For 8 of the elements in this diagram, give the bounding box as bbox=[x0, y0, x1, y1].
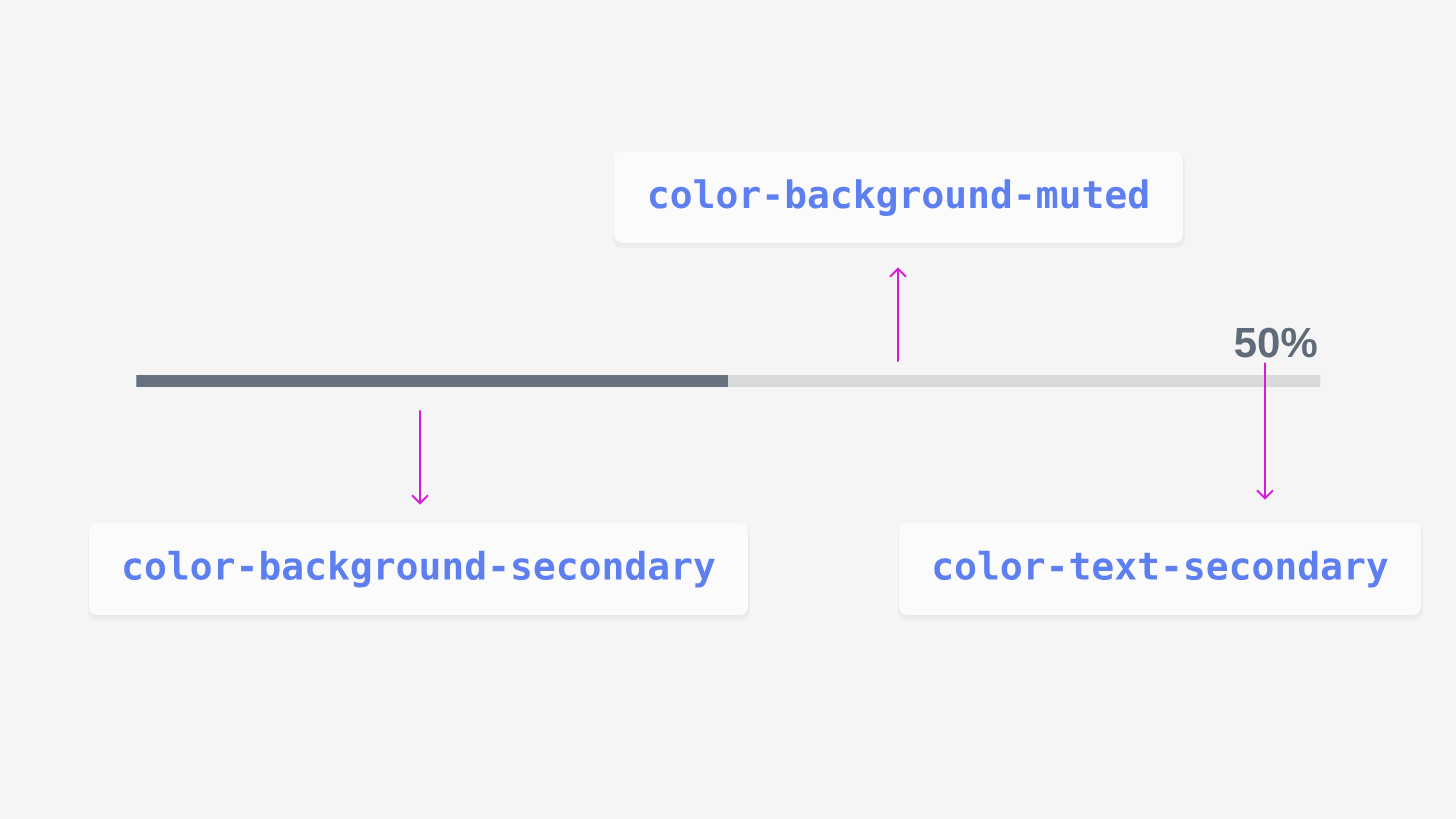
arrow bbox=[411, 409, 429, 505]
arrow bbox=[1256, 361, 1274, 500]
progress-fill bbox=[136, 375, 729, 387]
token-box: color-background-muted bbox=[613, 152, 1185, 248]
value-label: 50% bbox=[1235, 327, 1317, 358]
token-box: color-background-secondary bbox=[88, 523, 750, 620]
arrow bbox=[889, 267, 907, 363]
token-box: color-text-secondary bbox=[898, 523, 1423, 620]
